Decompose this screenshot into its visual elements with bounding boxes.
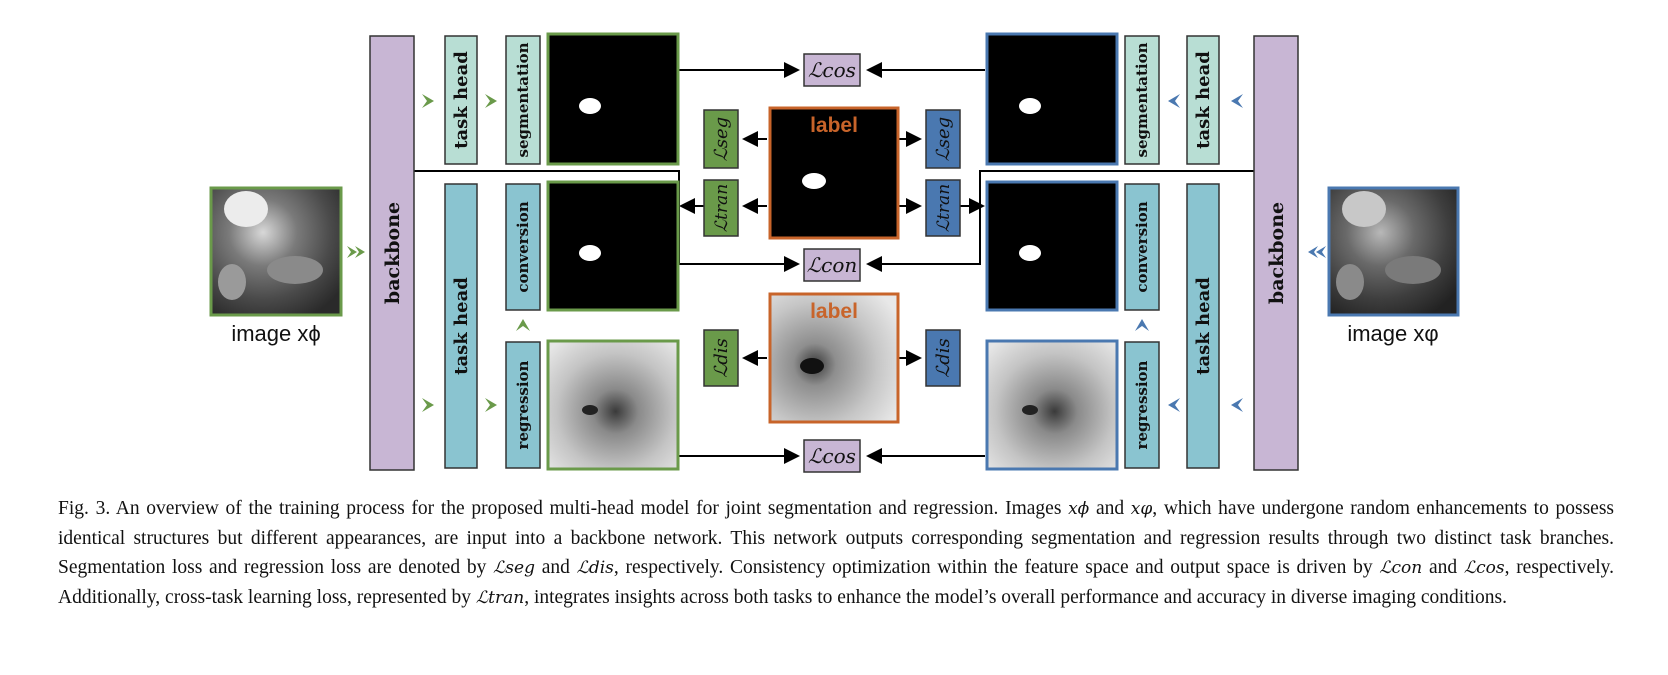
loss-dis-right-label: ℒdis bbox=[933, 338, 954, 377]
arrowhead-icon bbox=[1316, 246, 1326, 258]
chevron-right-icon bbox=[485, 94, 497, 108]
label-mask-center bbox=[768, 106, 900, 240]
seg-output-left bbox=[546, 32, 680, 166]
arrowhead-icon bbox=[1308, 246, 1318, 258]
input-image-left bbox=[209, 186, 343, 317]
chevron-left-icon bbox=[1168, 398, 1180, 412]
arrowhead-icon bbox=[355, 246, 365, 258]
loss-dis-left bbox=[703, 329, 739, 387]
loss-seg-left bbox=[703, 109, 739, 169]
loss-tran-left bbox=[703, 179, 739, 237]
task-head-top-right-label: task head bbox=[1193, 51, 1214, 149]
input-right-label: image xφ bbox=[1347, 321, 1438, 346]
training-diagram: image xϕ backbone task head task head se… bbox=[209, 32, 1460, 473]
arrowhead-icon bbox=[347, 246, 357, 258]
loss-cos-bottom bbox=[803, 439, 861, 473]
regression-box-left bbox=[505, 341, 541, 469]
chevron-left-icon bbox=[1168, 94, 1180, 108]
caption-text: , respectively. Additionally, cross-task… bbox=[58, 557, 1615, 608]
task-head-top-left-label: task head bbox=[451, 51, 472, 149]
conversion-output-left bbox=[546, 180, 680, 312]
backbone-left bbox=[369, 35, 415, 471]
caption-text: , respectively. Consistency optimization… bbox=[613, 557, 1380, 578]
loss-cos-top bbox=[803, 53, 861, 87]
segmentation-left-label: segmentation bbox=[514, 42, 532, 157]
label-mask-title: label bbox=[810, 114, 858, 137]
chevron-right-icon bbox=[485, 398, 497, 412]
loss-dis-left-label: ℒdis bbox=[711, 338, 732, 377]
caption-text: and bbox=[1089, 498, 1131, 519]
loss-cos-top-label: ℒcos bbox=[808, 58, 856, 82]
caption-math: ℒcon bbox=[1379, 558, 1423, 578]
caption-text: and bbox=[534, 557, 577, 578]
label-distance-center bbox=[768, 292, 900, 424]
caption-math: xφ bbox=[1130, 499, 1153, 519]
segmentation-right-label: segmentation bbox=[1133, 42, 1151, 157]
conversion-box-right bbox=[1124, 183, 1160, 311]
loss-seg-left-label: ℒseg bbox=[711, 117, 732, 161]
conversion-left-label: conversion bbox=[514, 201, 532, 292]
backbone-left-label: backbone bbox=[382, 202, 404, 304]
loss-tran-left-label: ℒtran bbox=[712, 184, 732, 232]
task-head-top-left bbox=[444, 35, 478, 165]
chevron-right-icon bbox=[422, 398, 434, 412]
segmentation-box-right bbox=[1124, 35, 1160, 165]
task-head-bottom-left-label: task head bbox=[451, 277, 472, 375]
caption-text: , integrates insights across both tasks … bbox=[524, 587, 1508, 608]
chevron-up-icon bbox=[1135, 319, 1149, 331]
label-distance-title: label bbox=[810, 300, 858, 323]
caption-math: ℒcos bbox=[1463, 558, 1505, 578]
regression-box-right bbox=[1124, 341, 1160, 469]
chevron-right-icon bbox=[422, 94, 434, 108]
backbone-right-label: backbone bbox=[1266, 202, 1288, 304]
caption-text: Fig. 3. An overview of the training proc… bbox=[58, 498, 1069, 519]
input-left-label: image xϕ bbox=[231, 321, 320, 346]
conversion-output-right bbox=[985, 180, 1119, 312]
loss-tran-right-label: ℒtran bbox=[934, 184, 954, 232]
loss-dis-right bbox=[925, 329, 961, 387]
loss-con bbox=[803, 248, 861, 282]
caption-math: xϕ bbox=[1068, 499, 1090, 519]
conversion-right-label: conversion bbox=[1133, 201, 1151, 292]
caption-math: ℒtran bbox=[475, 588, 525, 608]
regression-output-right bbox=[985, 339, 1119, 471]
caption-math: ℒdis bbox=[576, 558, 614, 578]
task-head-bottom-right bbox=[1186, 183, 1220, 469]
regression-left-label: regression bbox=[514, 360, 532, 449]
task-head-top-right bbox=[1186, 35, 1220, 165]
loss-con-label: ℒcon bbox=[807, 253, 858, 277]
caption-math: ℒseg bbox=[493, 558, 535, 578]
input-image-right bbox=[1327, 186, 1460, 317]
loss-seg-right-label: ℒseg bbox=[933, 117, 954, 161]
chevron-left-icon bbox=[1231, 398, 1243, 412]
loss-tran-right bbox=[925, 179, 961, 237]
seg-output-right bbox=[985, 32, 1119, 166]
chevron-up-icon bbox=[516, 319, 530, 331]
loss-seg-right bbox=[925, 109, 961, 169]
conversion-box-left bbox=[505, 183, 541, 311]
chevron-left-icon bbox=[1231, 94, 1243, 108]
caption-text: and bbox=[1422, 557, 1464, 578]
loss-cos-bottom-label: ℒcos bbox=[808, 444, 856, 468]
regression-right-label: regression bbox=[1133, 360, 1151, 449]
segmentation-box-left bbox=[505, 35, 541, 165]
backbone-right bbox=[1253, 35, 1299, 471]
caption-text: , which have undergone random enhancemen… bbox=[58, 498, 1615, 578]
figure-caption: Fig. 3. An overview of the training proc… bbox=[58, 494, 1614, 613]
regression-output-left bbox=[546, 339, 680, 471]
task-head-bottom-left bbox=[444, 183, 478, 469]
task-head-bottom-right-label: task head bbox=[1193, 277, 1214, 375]
